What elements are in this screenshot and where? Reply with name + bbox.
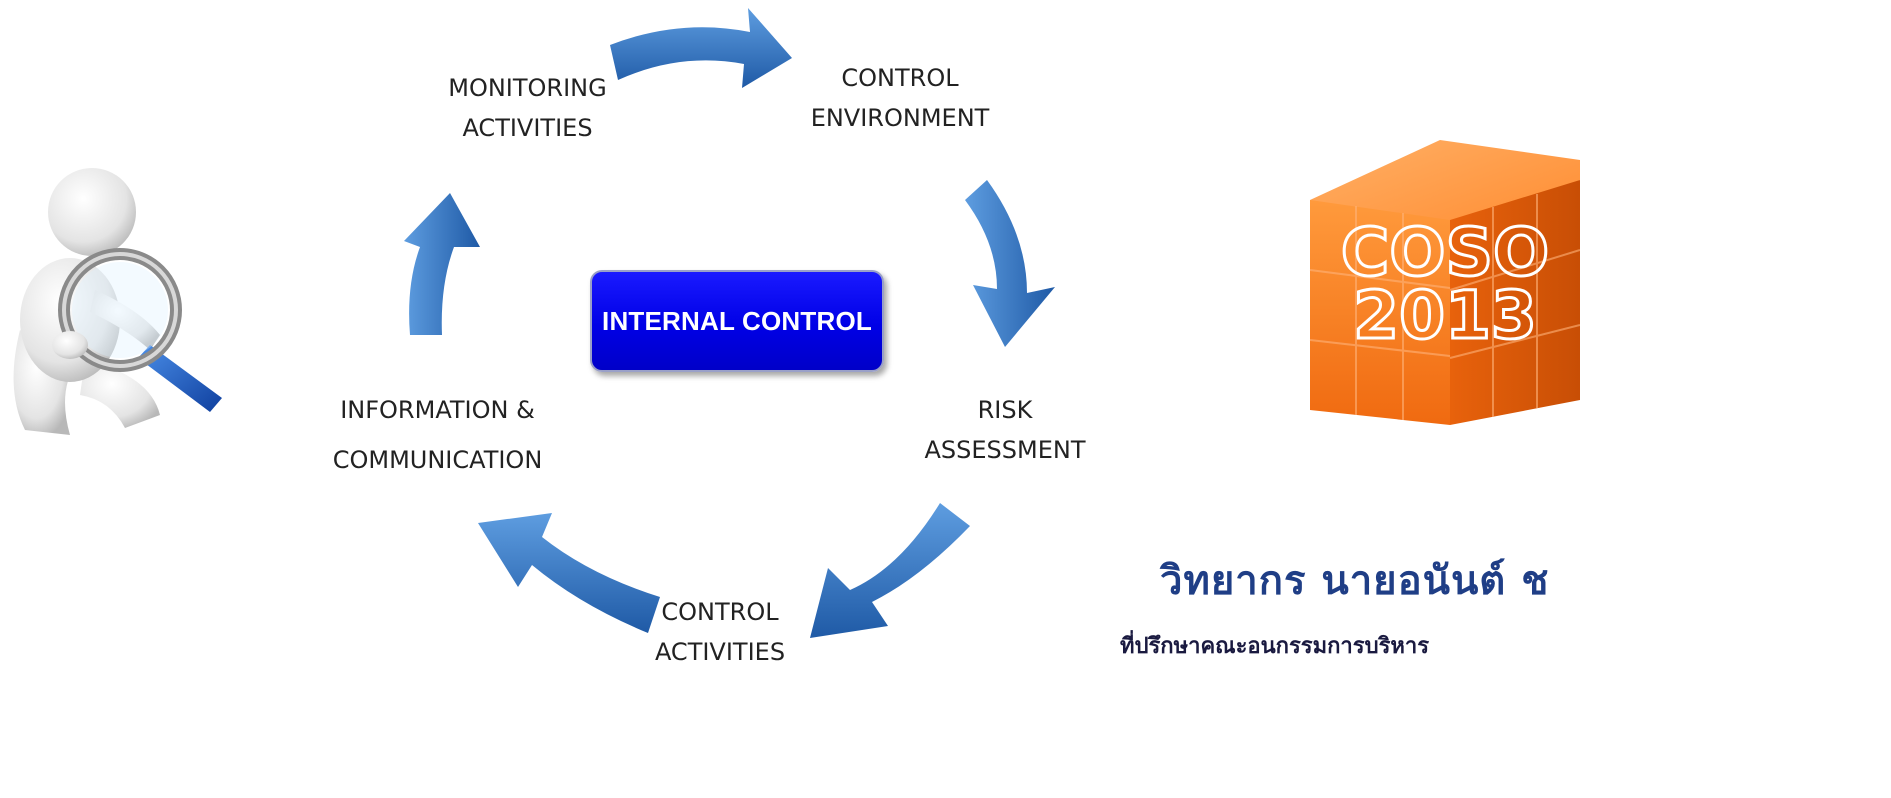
trainer-name: วิทยากร นายอนันต์ ช — [1160, 558, 1550, 604]
arrow-monitoring-to-environment-icon — [610, 8, 792, 88]
node-control-environment-line2: ENVIRONMENT — [810, 104, 990, 132]
node-risk-assessment-line1: RISK — [977, 396, 1033, 424]
arrow-activities-to-information-icon — [478, 513, 660, 633]
coso-line1: COSO — [1341, 214, 1549, 291]
node-control-activities-line2: ACTIVITIES — [654, 638, 786, 666]
node-information-communication: INFORMATION & COMMUNICATION — [320, 385, 555, 485]
node-information-communication-line2: COMMUNICATION — [332, 446, 543, 474]
arrow-information-to-monitoring-icon — [404, 193, 480, 335]
node-monitoring-line1: MONITORING — [448, 74, 607, 102]
trainer-title: ที่ปรึกษาคณะอนกรรมการบริหาร — [1120, 634, 1430, 659]
node-control-activities-line1: CONTROL — [661, 598, 779, 626]
node-monitoring: MONITORING ACTIVITIES — [440, 68, 615, 148]
internal-control-label: INTERNAL CONTROL — [602, 305, 872, 336]
coso-cube-icon: COSO 2013 — [1309, 140, 1580, 425]
node-information-communication-line1: INFORMATION & — [340, 396, 535, 424]
node-control-environment: CONTROL ENVIRONMENT — [800, 58, 1000, 138]
node-risk-assessment-line2: ASSESSMENT — [924, 436, 1086, 464]
arrow-environment-to-risk-icon — [965, 180, 1055, 347]
magnifying-glass-figure-icon — [13, 168, 222, 435]
node-control-environment-line1: CONTROL — [841, 64, 959, 92]
node-risk-assessment: RISK ASSESSMENT — [915, 390, 1095, 470]
internal-control-box: INTERNAL CONTROL — [590, 270, 884, 372]
coso-line2: 2013 — [1353, 277, 1537, 354]
node-monitoring-line2: ACTIVITIES — [462, 114, 593, 142]
arrow-risk-to-activities-icon — [810, 503, 970, 638]
node-control-activities: CONTROL ACTIVITIES — [640, 592, 800, 672]
